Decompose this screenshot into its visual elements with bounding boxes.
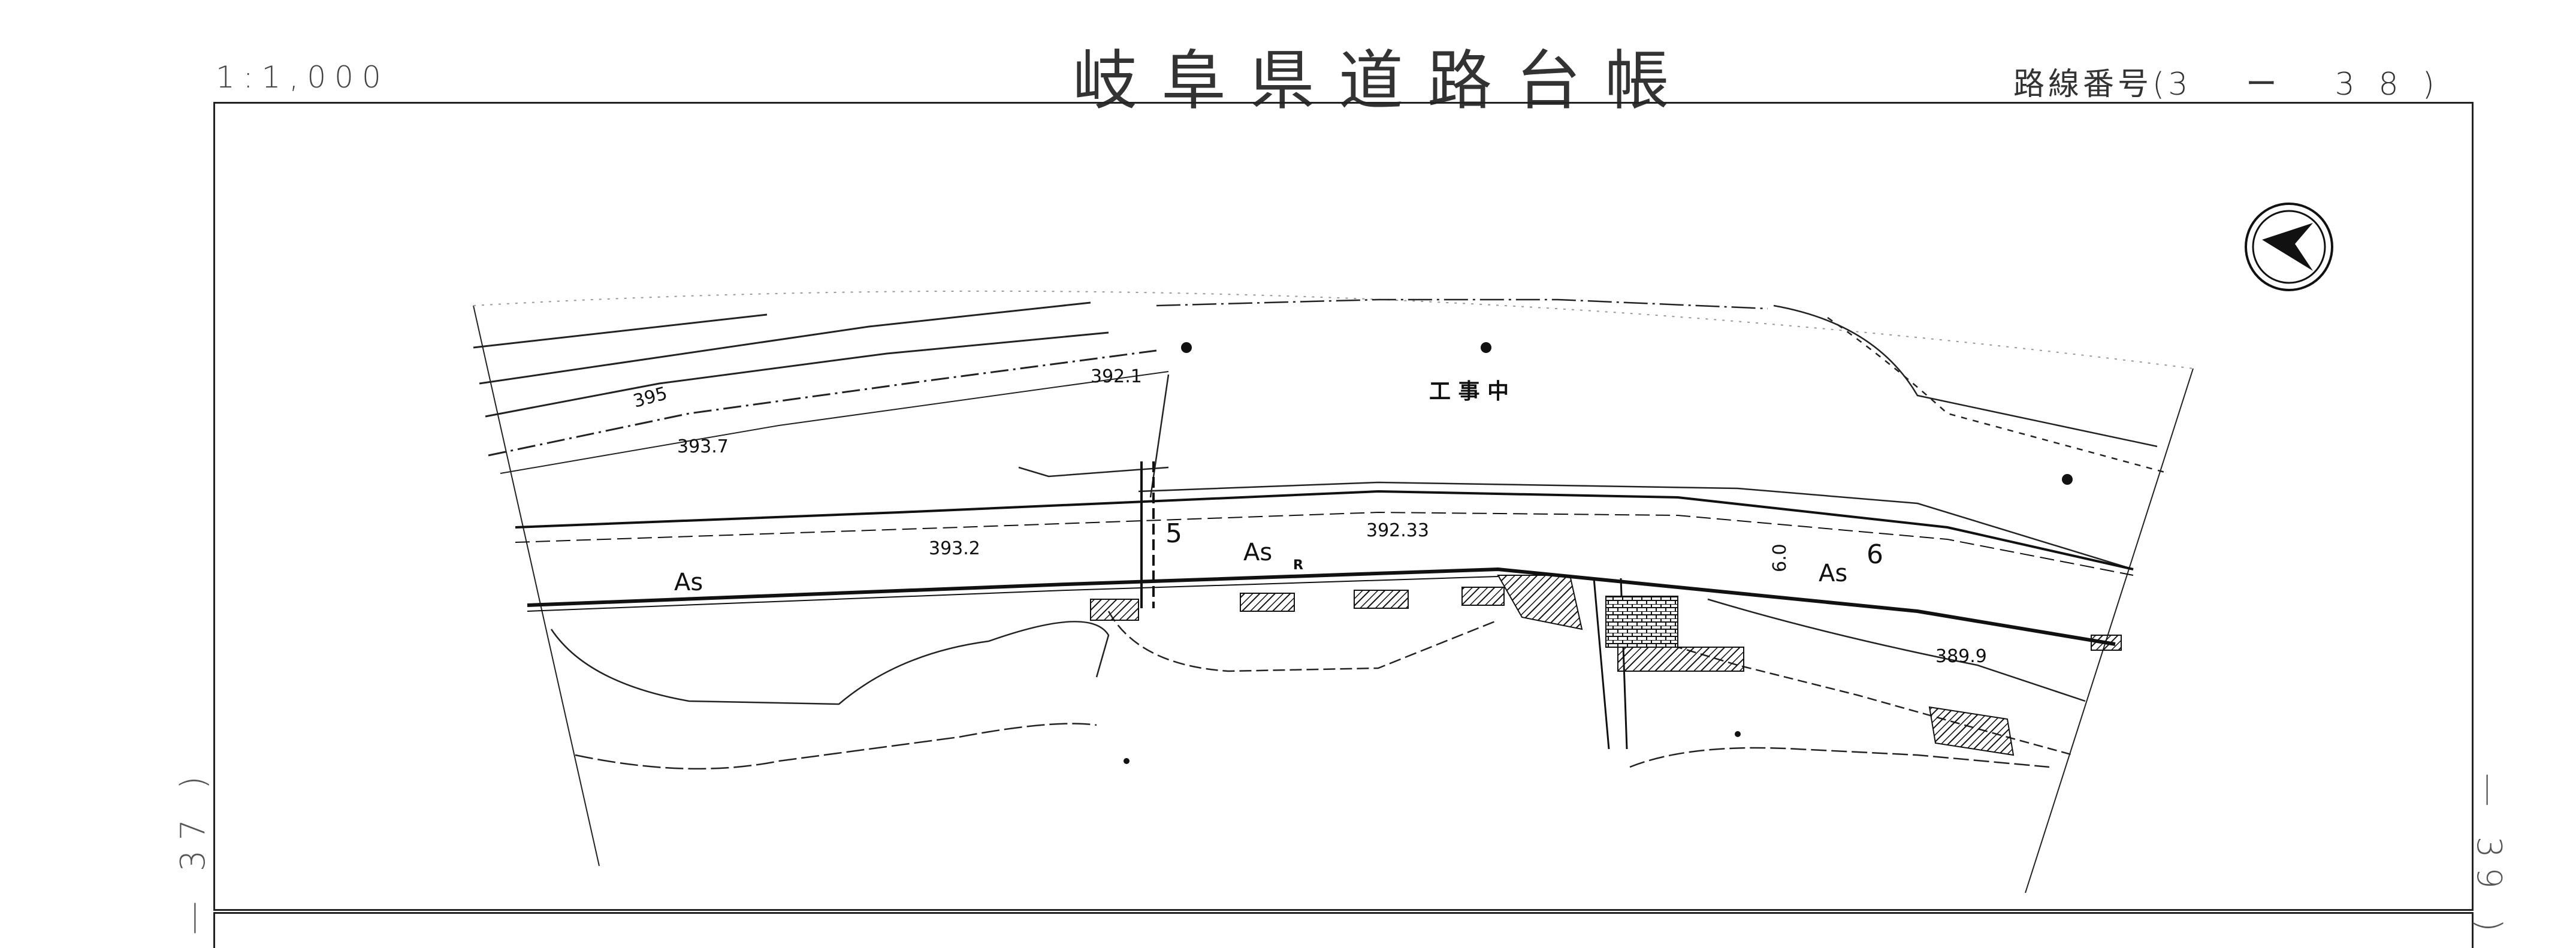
lower-frame (213, 912, 2474, 948)
construction-label: 工 事 中 (1429, 379, 1509, 404)
elevation-393-7: 393.7 (677, 436, 729, 457)
contour-lines (473, 301, 1169, 474)
survey-points (1124, 342, 2073, 764)
map-boundary (473, 290, 2194, 893)
hatched-structures (1090, 575, 2122, 756)
map-frame (213, 102, 2474, 911)
surface-label-as-2: As (1243, 539, 1272, 566)
surface-labels: As As As 5 6 6.0 工 事 中 R (674, 379, 1883, 596)
route-prefix: 路線番号( (2013, 67, 2169, 102)
width-label-6: 6 (1867, 539, 1883, 570)
north-arrow-icon (2245, 203, 2333, 291)
scale-label: 1:1,000 (216, 60, 389, 95)
construction-area (1018, 298, 2170, 570)
elevation-labels: 395 393.7 392.1 393.2 392.33 389.9 (631, 366, 1987, 667)
slope-lines (550, 598, 2086, 770)
width-label-5: 5 (1165, 518, 1182, 549)
marker-r: R (1293, 558, 1303, 573)
surface-label-as-3: As (1819, 560, 1847, 587)
route-suffix: ) (2422, 67, 2438, 102)
elevation-392-33: 392.33 (1366, 520, 1429, 541)
surface-label-as-1: As (674, 569, 703, 596)
route-number-value: 3 ー 38 (2168, 67, 2423, 102)
elevation-389-9: 389.9 (1935, 646, 1987, 667)
elevation-393-2: 393.2 (929, 538, 980, 559)
road (515, 490, 2134, 646)
route-number: 路線番号(3 ー 38) (2013, 59, 2438, 104)
elevation-392-1: 392.1 (1091, 366, 1142, 387)
page-title: 岐阜県道路台帳 (1073, 44, 1694, 119)
width-label-6-0: 6.0 (1769, 544, 1790, 572)
